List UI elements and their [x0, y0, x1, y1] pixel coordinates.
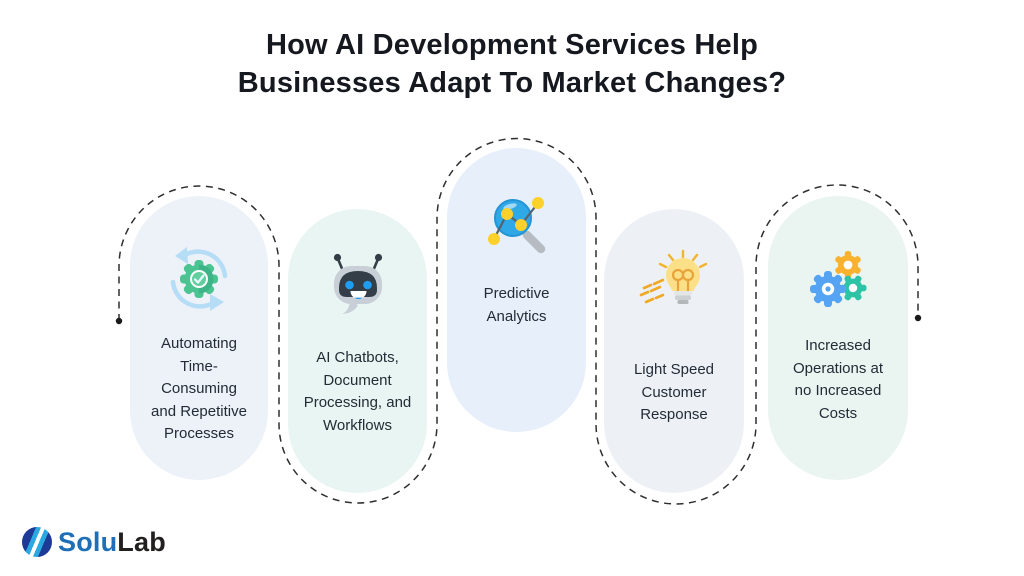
page-title: How AI Development Services Help Busines… — [0, 26, 1024, 102]
automation-sync-gear-icon — [164, 244, 234, 319]
connector-end-dot — [914, 314, 922, 322]
solulab-logo-text: SoluLab — [58, 527, 166, 558]
page-title-line2: Businesses Adapt To Market Changes? — [237, 67, 787, 99]
logo-text-lab: Lab — [117, 526, 166, 557]
page-title-line1: How AI Development Services Help — [265, 29, 759, 61]
lightbulb-speed-icon — [637, 247, 711, 324]
three-gears-icon — [803, 246, 873, 321]
solulab-logo: SoluLab — [22, 524, 166, 560]
logo-text-solu: Solu — [58, 526, 118, 557]
connector-start-dot — [115, 317, 123, 325]
robot-chatbot-icon — [323, 249, 393, 324]
magnifier-analytics-icon — [482, 190, 552, 265]
solulab-logo-mark-icon — [22, 527, 52, 557]
